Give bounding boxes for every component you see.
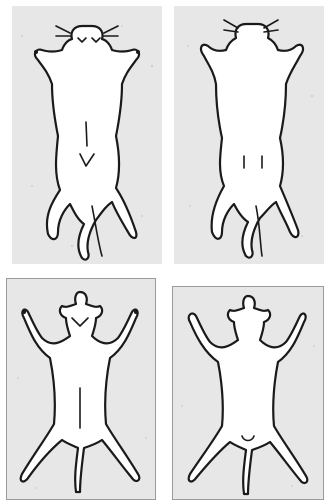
paw-print xyxy=(134,310,138,314)
rat-ventral-illustration xyxy=(6,278,156,500)
panel-top-right xyxy=(174,6,324,264)
panel-bottom-right xyxy=(172,286,324,500)
panel-top-left xyxy=(12,6,162,264)
rat-dorsal-illustration xyxy=(172,286,324,500)
paw-print xyxy=(136,50,140,54)
paw-print xyxy=(22,310,26,314)
panel-bottom-left xyxy=(6,278,156,500)
paw-print xyxy=(34,50,38,54)
cat-dorsal-illustration xyxy=(174,6,324,264)
cat-ventral-illustration xyxy=(12,6,162,264)
